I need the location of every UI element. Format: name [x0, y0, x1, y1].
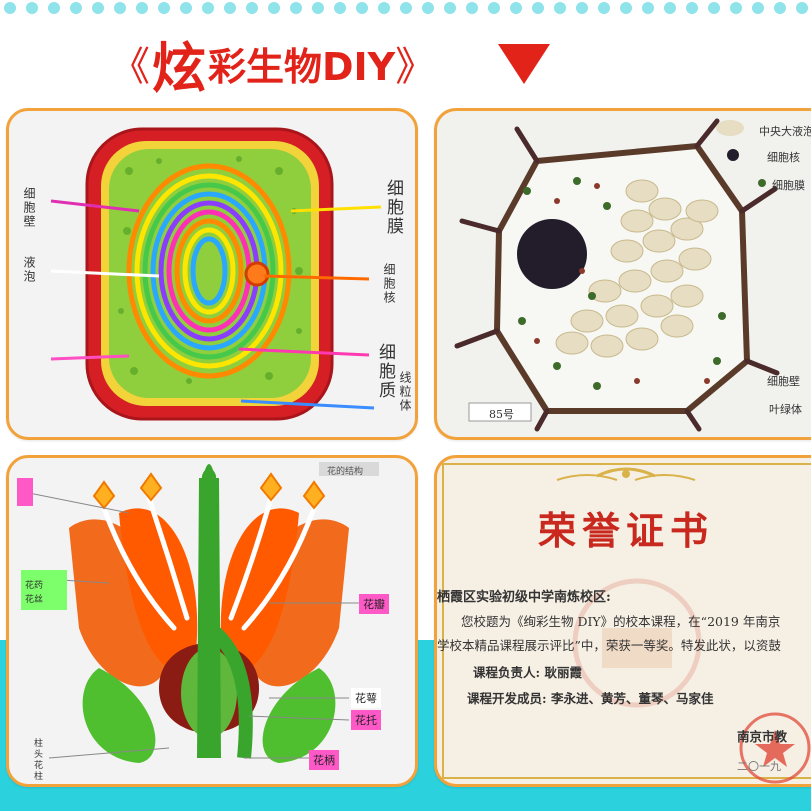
- honor-certificate-card: 荣誉证书 栖霞区实验初级中学南炼校区: 您校题为《绚彩生物 DIY》的校本课程，…: [434, 455, 811, 787]
- label-central-vacuole: 中央大液泡: [759, 125, 811, 138]
- members-names: 李永进、黄芳、董琴、马家佳: [550, 691, 714, 706]
- certificate-line2: 学校本精品课程展示评比”中，荣获一等奖。特发此状，以资鼓: [437, 638, 781, 653]
- page-title: 《 炫 彩生物DIY 》: [110, 28, 436, 100]
- label-membrane: 细胞膜: [772, 179, 805, 192]
- certificate-line1: 您校题为《绚彩生物 DIY》的校本课程，在“2019 年南京: [461, 614, 781, 629]
- certificate-decoration: [442, 463, 811, 784]
- members-label: 课程开发成员:: [467, 691, 547, 706]
- plant-cell-illustration: [454, 118, 780, 432]
- flower-top-tag: 花的结构: [327, 467, 364, 477]
- flower-model-card: 花的结构 花药 花丝 花瓣 花萼 花托 花柄 柱头花柱: [6, 455, 418, 787]
- label-cell-nucleus: 细胞核: [382, 263, 396, 305]
- tag-petal: 花瓣: [359, 594, 389, 614]
- flower-illustration: [17, 462, 379, 763]
- leader-label: 课程负责人:: [473, 665, 541, 680]
- flower-bottom-text: 柱头花柱: [32, 738, 42, 782]
- title-rest: 彩生物DIY: [208, 44, 396, 89]
- leader-name: 耿丽霞: [544, 665, 582, 680]
- tag-pedicel: 花柄: [309, 750, 339, 770]
- label-vacuole: 液泡: [22, 256, 36, 284]
- label-cell-membrane: 细胞膜: [383, 179, 403, 236]
- label-cytoplasm: 细胞质: [375, 343, 395, 400]
- down-triangle-icon: [498, 44, 550, 84]
- label-cell-wall-2: 细胞壁: [767, 375, 800, 388]
- flower-side-text: 花药: [25, 581, 44, 591]
- certificate-date: 二〇一九: [737, 760, 781, 773]
- label-nucleus: 细胞核: [767, 151, 800, 164]
- certificate-title: 荣誉证书: [537, 508, 714, 553]
- label-chloroplast: 叶绿体: [769, 403, 802, 416]
- number-tag: 85号: [489, 408, 514, 421]
- certificate-members: 课程开发成员: 李永进、黄芳、董琴、马家佳: [467, 688, 714, 707]
- flower-side-text2: 花丝: [25, 595, 44, 605]
- cell-model-illustration: [50, 127, 382, 421]
- certificate-leader: 课程负责人: 耿丽霞: [473, 662, 582, 681]
- cell-model-card-2: 中央大液泡 细胞核 细胞膜 细胞壁 叶绿体 85号: [434, 108, 811, 440]
- dotted-border-top: [4, 2, 808, 14]
- title-big-char: 炫: [152, 36, 206, 100]
- title-bracket-close: 》: [395, 44, 436, 90]
- tag-receptacle: 花托: [351, 710, 381, 730]
- certificate-school: 栖霞区实验初级中学南炼校区:: [437, 590, 611, 605]
- label-mitochondria: 线粒体: [398, 371, 412, 413]
- label-cell-wall: 细胞壁: [22, 187, 36, 229]
- title-bracket-open: 《: [110, 44, 150, 90]
- cell-model-card-1: 细胞壁 液泡 细胞膜 细胞核 细胞质 线粒体: [6, 108, 418, 440]
- certificate-issuer: 南京市教: [737, 729, 788, 744]
- tag-sepal: 花萼: [351, 688, 381, 708]
